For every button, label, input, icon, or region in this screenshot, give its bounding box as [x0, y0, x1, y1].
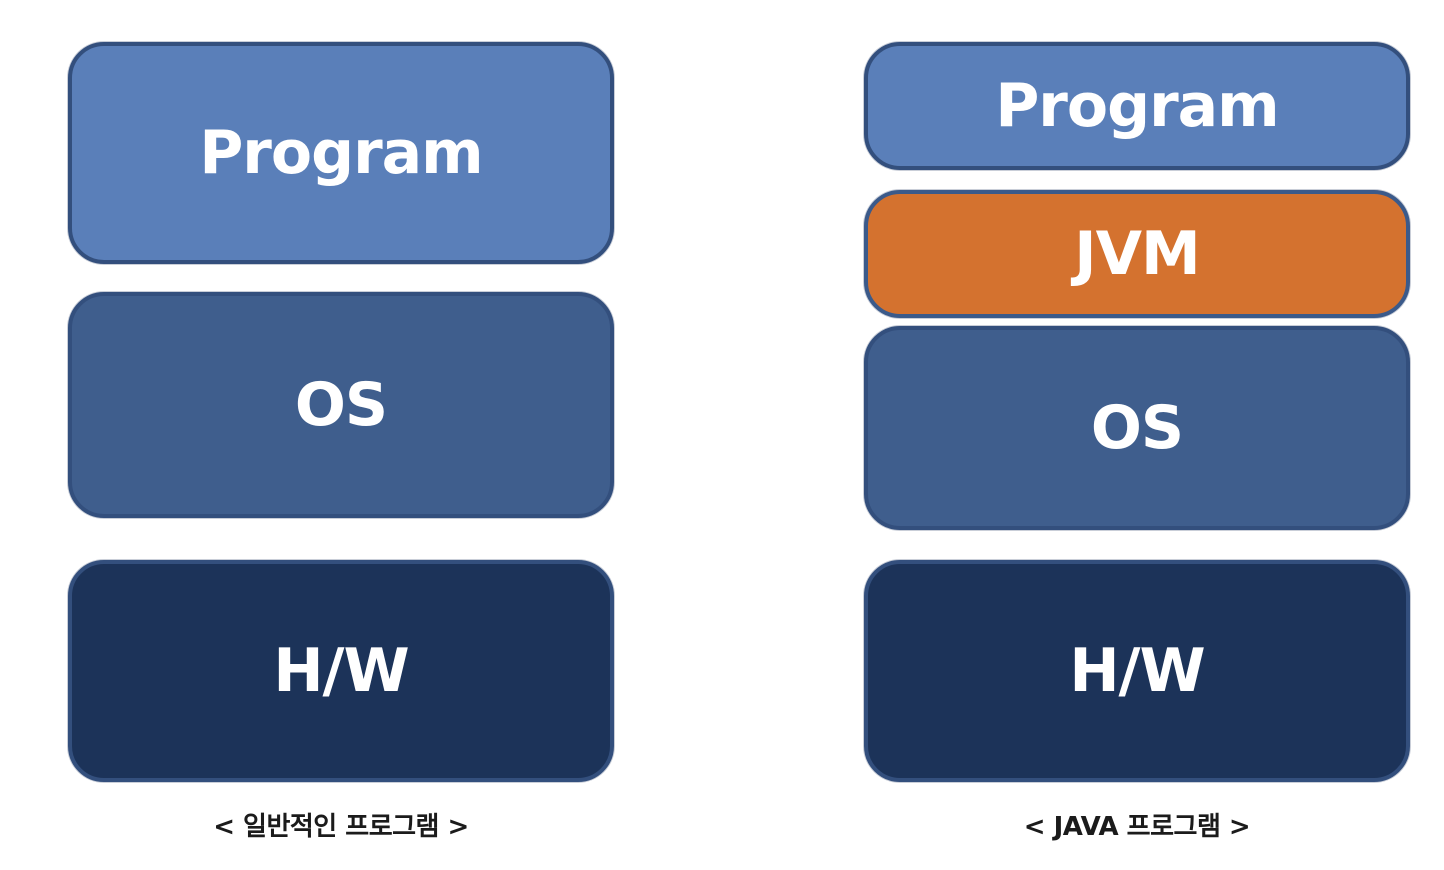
os-layer: OS [68, 292, 614, 518]
general-program-stack: Program OS H/W < 일반적인 프로그램 > [68, 0, 628, 870]
os-layer-label: OS [294, 370, 388, 440]
jvm-layer: JVM [864, 190, 1410, 318]
general-program-caption: < 일반적인 프로그램 > [213, 812, 469, 842]
jvm-layer-label: JVM [1074, 219, 1200, 289]
hw-layer-label: H/W [1069, 636, 1205, 706]
program-layer: Program [68, 42, 614, 264]
program-layer-label: Program [995, 71, 1279, 141]
hw-layer: H/W [864, 560, 1410, 782]
java-program-stack: Program JVM OS H/W < JAVA 프로그램 > [864, 0, 1424, 870]
hw-layer: H/W [68, 560, 614, 782]
program-layer: Program [864, 42, 1410, 170]
hw-layer-label: H/W [273, 636, 409, 706]
java-program-caption: < JAVA 프로그램 > [1023, 812, 1251, 842]
program-layer-label: Program [199, 118, 483, 188]
os-layer: OS [864, 326, 1410, 530]
os-layer-label: OS [1090, 393, 1184, 463]
